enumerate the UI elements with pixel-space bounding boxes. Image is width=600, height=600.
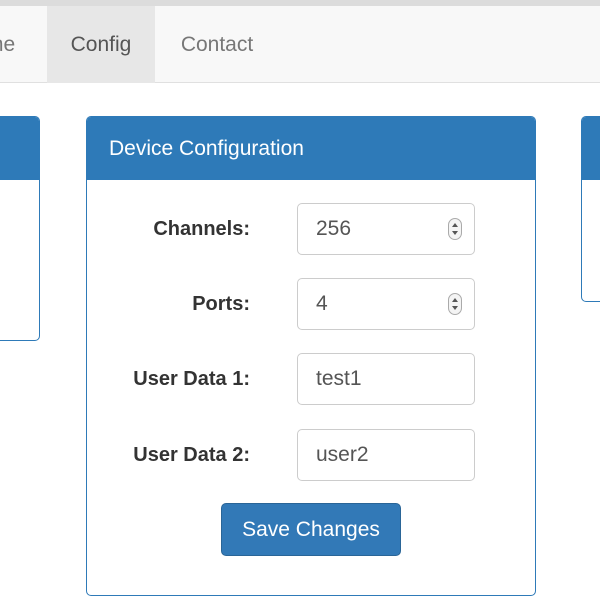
left-panel — [0, 116, 40, 341]
top-border — [0, 0, 600, 6]
channels-value: 256 — [316, 217, 352, 240]
nav-item-contact[interactable]: Contact — [180, 33, 254, 56]
ports-label: Ports: — [192, 293, 250, 315]
panel-title: Device Configuration — [87, 117, 535, 180]
right-panel-heading — [582, 117, 600, 180]
user-data-2-value: user2 — [316, 443, 369, 466]
user-data-2-label: User Data 2: — [133, 444, 250, 466]
navbar: me Config Contact — [0, 6, 600, 83]
device-configuration-panel: Device Configuration Channels: 256 Ports… — [86, 116, 536, 596]
ports-value: 4 — [316, 292, 328, 315]
ports-input[interactable]: 4 — [297, 278, 475, 330]
user-data-2-input[interactable]: user2 — [297, 429, 475, 481]
spinner-icon[interactable] — [448, 293, 462, 315]
user-data-1-value: test1 — [316, 367, 362, 390]
user-data-1-label: User Data 1: — [133, 368, 250, 390]
spinner-icon[interactable] — [448, 218, 462, 240]
channels-label: Channels: — [153, 218, 250, 240]
nav-item-home[interactable]: me — [0, 33, 16, 56]
right-panel — [581, 116, 600, 302]
user-data-1-input[interactable]: test1 — [297, 353, 475, 405]
left-panel-heading — [0, 117, 39, 180]
channels-input[interactable]: 256 — [297, 203, 475, 255]
save-changes-button[interactable]: Save Changes — [221, 503, 401, 556]
nav-item-config[interactable]: Config — [47, 6, 155, 83]
